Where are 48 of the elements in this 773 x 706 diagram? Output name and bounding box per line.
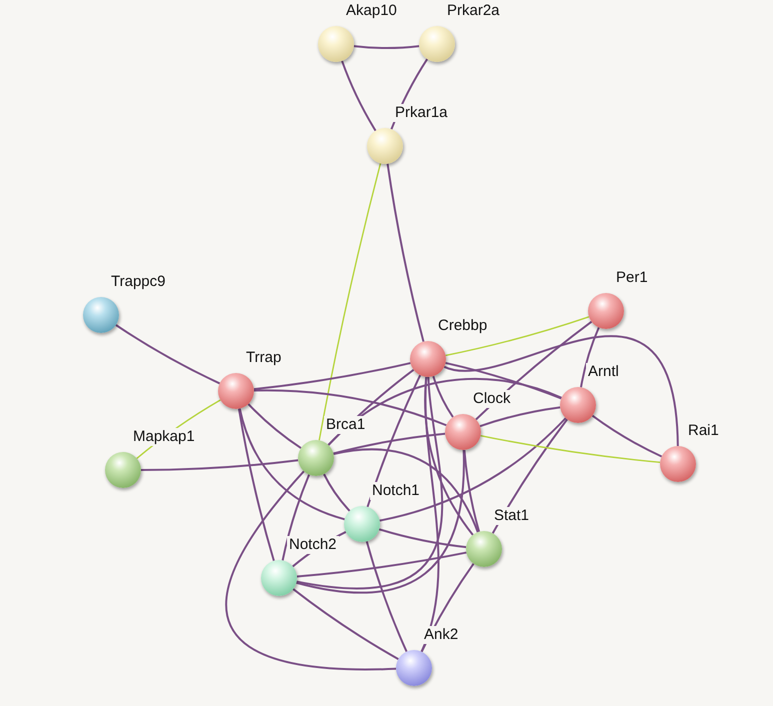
protein-label: Clock — [471, 390, 513, 408]
protein-label: Notch1 — [370, 482, 422, 500]
interaction-line — [296, 450, 465, 594]
interaction-line — [366, 541, 408, 652]
interaction-line — [424, 376, 474, 536]
protein-label: Stat1 — [492, 507, 532, 525]
interaction-line — [115, 324, 220, 384]
interaction-line — [378, 528, 466, 548]
interaction-line — [446, 316, 590, 356]
interaction-line — [445, 362, 562, 400]
interaction-line — [318, 163, 382, 440]
interaction-line — [379, 417, 566, 522]
interaction-line — [296, 376, 444, 589]
interaction-line — [463, 450, 480, 532]
interaction-line — [480, 434, 660, 464]
protein-label: Brca1 — [324, 416, 368, 434]
protein-label: Ank2 — [422, 626, 460, 644]
interaction-line — [296, 552, 467, 578]
interaction-line — [420, 376, 440, 652]
interaction-line — [225, 470, 396, 670]
interaction-line — [248, 403, 302, 449]
interaction-line — [238, 408, 275, 562]
interaction-line — [333, 448, 479, 532]
protein-label: Crebbp — [436, 317, 490, 335]
interaction-line — [254, 362, 411, 390]
interaction-line — [592, 414, 662, 458]
protein-label: Notch2 — [287, 536, 339, 554]
interaction-line — [333, 432, 446, 454]
protein-label: Prkar1a — [393, 104, 450, 122]
protein-label: Trappc9 — [109, 273, 168, 291]
interaction-line — [341, 60, 376, 132]
interaction-line — [328, 378, 562, 446]
interaction-line — [254, 389, 447, 426]
interaction-line — [432, 376, 454, 418]
protein-label: Mapkap1 — [131, 428, 197, 446]
interaction-line — [480, 406, 560, 428]
interaction-line — [354, 45, 420, 50]
interaction-line — [238, 408, 345, 520]
interaction-line — [444, 335, 679, 446]
interaction-line — [386, 164, 424, 342]
protein-label: Trrap — [244, 349, 284, 367]
interaction-line — [292, 588, 399, 660]
interaction-line — [366, 374, 422, 508]
interaction-line — [323, 474, 350, 512]
protein-label: Akap10 — [344, 2, 399, 20]
interaction-line — [282, 474, 310, 561]
interaction-line — [580, 327, 600, 388]
interaction-line — [141, 459, 298, 471]
